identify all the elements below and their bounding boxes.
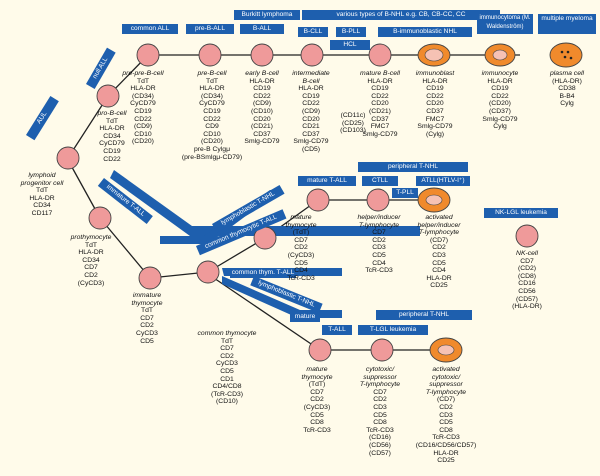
lymphoid-progenitor-cell — [56, 146, 80, 170]
pre-b-cell — [198, 43, 222, 67]
pre-pre-b-cell — [136, 43, 160, 67]
prothymocyte-cell — [88, 206, 112, 230]
label-activated-cytotoxic: activated cytotoxic/ suppressor T-lympho… — [415, 366, 477, 465]
band-peripheral-tnhl-low: peripheral T-NHL — [376, 310, 472, 320]
helper-inducer-cell — [366, 188, 390, 212]
band-multiple-myeloma: multiple myeloma — [538, 14, 596, 34]
label-mature-thymocyte-2: mature thymocyte (TdT) CD7 CD2 (CyCD3) C… — [301, 366, 333, 434]
band-mature-2: mature — [290, 312, 320, 322]
band-common-thym-tall: common thym. T-ALL — [230, 268, 296, 278]
immature-thymocyte-cell — [138, 266, 162, 290]
band-b-all: B-ALL — [240, 24, 284, 34]
mature-thymocyte-2-cell — [308, 338, 332, 362]
band-ctll: CTLL — [362, 176, 398, 186]
band-b-pll: B-PLL — [336, 27, 366, 37]
mature-thymocyte-1b-cell — [306, 188, 330, 212]
label-mature-thymocyte-1: mature thymocyte (TdT) CD7 CD2 (CyCD3) C… — [285, 214, 317, 282]
label-mature-b: mature B-cell HLA-DR CD19 CD22 CD20 (CD2… — [359, 70, 401, 138]
activated-helper-cell — [417, 187, 451, 213]
label-intermediate-b-extra: (CD11c) (CD25) (CD103) — [340, 112, 366, 135]
mature-b-cell — [368, 43, 392, 67]
band-hcl: HCL — [330, 40, 370, 50]
label-immunocyte: immunocyte HLA-DR CD19 CD22 (CD20) (CD37… — [481, 70, 519, 131]
label-cytotoxic: cytotoxic/ suppressor T-lymphocyte CD7 C… — [359, 366, 401, 457]
common-thymocyte-cell — [196, 260, 220, 284]
immunoblast-cell — [417, 43, 451, 67]
label-activated-helper: activated helper/inducer T-lymphocyte (C… — [417, 214, 461, 290]
label-pre-pre-b: pre-pre-B-cell TdT HLA-DR (CD34) CyCD79 … — [122, 70, 164, 146]
label-plasma: plasma cell (HLA-DR) CD38 B-B4 Cylg — [550, 70, 584, 108]
label-prothymocyte: prothymocyte TdT HLA-DR CD34 CD7 CD2 (Cy… — [70, 234, 112, 287]
label-nk-cell: NK-cell CD7 (CD2) (CD8) CD16 CD56 (CD57)… — [512, 250, 542, 311]
label-pre-b: pre-B-cell TdT HLA-DR (CD34) CyCD79 CD19… — [181, 70, 243, 161]
label-immature-thymocyte: immature thymocyte TdT CD7 CD2 CyCD3 CD5 — [131, 292, 163, 345]
band-various-bnhl: various types of B-NHL e.g. CB, CB-CC, C… — [302, 10, 500, 20]
band-t-lgl: T-LGL leukemia — [358, 325, 428, 335]
label-early-b: early B-cell HLA-DR CD19 CD22 (CD9) (CD1… — [244, 70, 280, 146]
immunocyte-cell — [484, 43, 516, 67]
intermediate-b-cell — [300, 43, 324, 67]
label-pro-b: pro-B-cell TdT HLA-DR CD34 CyCD79 CD19 C… — [97, 110, 127, 163]
band-mature-t-all: mature T-ALL — [298, 176, 356, 186]
band-burkitt: Burkitt lymphoma — [234, 10, 300, 20]
activated-cytotoxic-cell — [429, 337, 463, 363]
pro-b-cell — [96, 84, 120, 108]
early-b-cell — [250, 43, 274, 67]
band-t-pll: T-PLL — [392, 188, 418, 198]
nk-cell — [515, 224, 539, 248]
label-intermediate-b: intermediate B-cell HLA-DR CD19 CD22 (CD… — [292, 70, 330, 153]
plasma-cell — [549, 42, 583, 68]
band-immunocytoma: immunocytoma (M. Waldenström) — [477, 14, 533, 34]
label-immunoblast: immunoblast HLA-DR CD19 CD22 CD20 CD37 F… — [415, 70, 455, 138]
band-nk-lgl: NK-LGL leukemia — [484, 208, 558, 218]
band-peripheral-tnhl-top: peripheral T-NHL — [358, 162, 468, 172]
cytotoxic-cell — [370, 338, 394, 362]
band-atll: ATLL(HTLV-I⁺) — [416, 176, 470, 186]
band-pre-b-all: pre-B-ALL — [186, 24, 234, 34]
label-helper-inducer: helper/inducer T-lymphocyte CD7 CD2 CD3 … — [357, 214, 401, 275]
band-common-all: common ALL — [122, 24, 178, 34]
band-t-all: T-ALL — [322, 325, 352, 335]
band-b-immunoblastic: B-immunoblastic NHL — [378, 27, 472, 37]
label-common-thymocyte: common thymocyte TdT CD7 CD2 CyCD3 CD5 C… — [197, 330, 257, 406]
band-b-cll: B-CLL — [298, 27, 328, 37]
label-lymphoid: lymphoid progenitor cell TdT HLA-DR CD34… — [20, 172, 64, 217]
